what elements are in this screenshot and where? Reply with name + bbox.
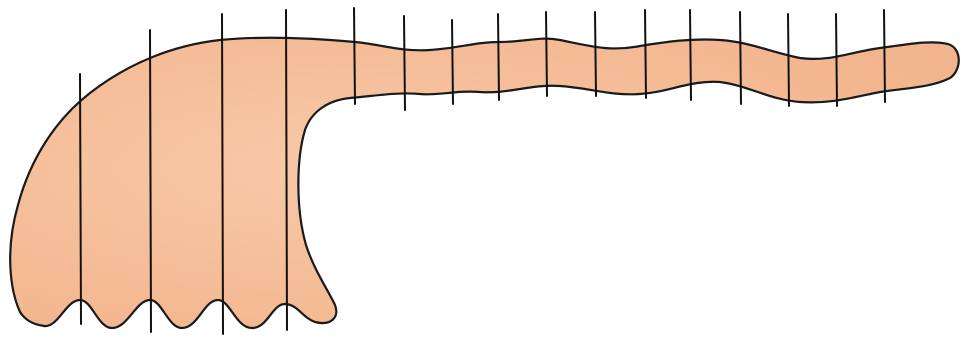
shape-body xyxy=(10,38,959,328)
section-line-8 xyxy=(498,14,499,100)
section-line-1 xyxy=(80,74,81,324)
section-line-10 xyxy=(595,12,596,96)
section-line-2 xyxy=(150,30,151,332)
section-line-15 xyxy=(836,14,837,106)
section-line-11 xyxy=(645,10,646,98)
section-line-14 xyxy=(788,14,789,106)
section-line-12 xyxy=(690,10,691,100)
section-line-16 xyxy=(884,10,885,102)
section-line-9 xyxy=(546,12,547,96)
section-line-13 xyxy=(740,12,741,104)
section-line-6 xyxy=(404,16,405,110)
section-line-3 xyxy=(222,14,223,334)
section-line-4 xyxy=(286,10,287,330)
section-line-7 xyxy=(452,20,453,104)
section-line-5 xyxy=(354,8,355,104)
